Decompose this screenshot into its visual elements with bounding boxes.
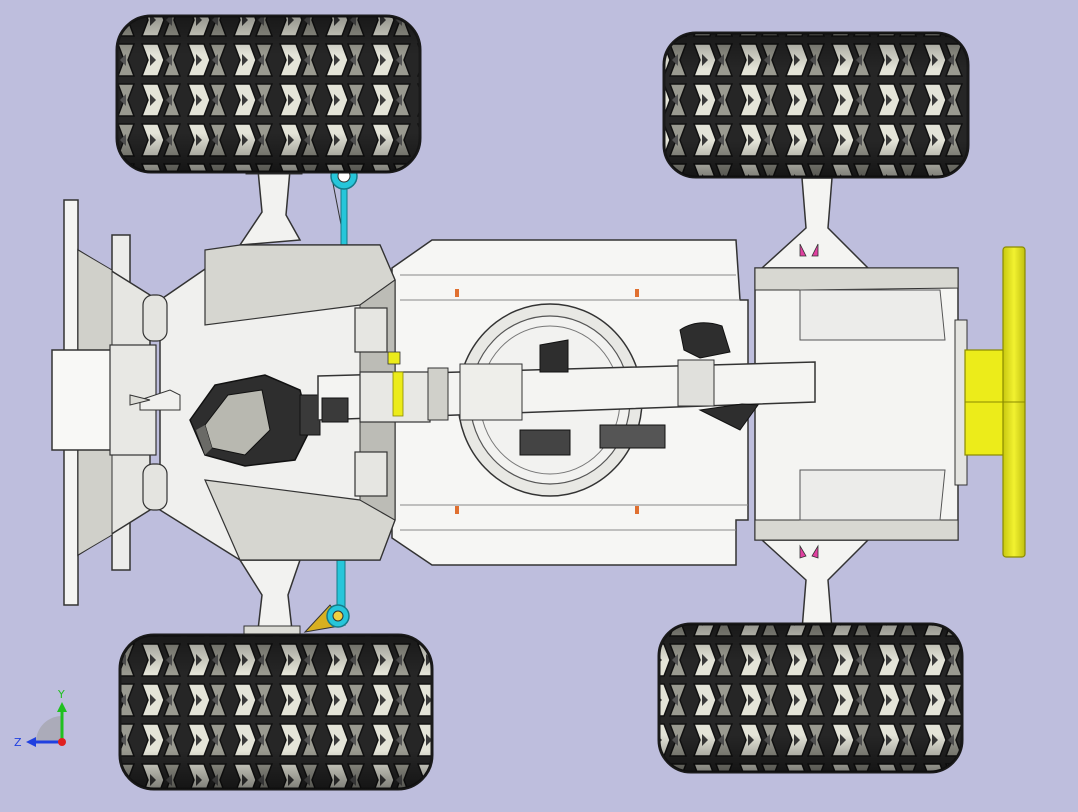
diff-assembly[interactable]: [387, 322, 759, 456]
y-axis-arrow-icon: [57, 702, 67, 712]
rear-upper-arm[interactable]: [760, 177, 870, 269]
rear-right-tire[interactable]: [657, 622, 964, 774]
z-axis-arrow-icon: [26, 737, 36, 747]
motor[interactable]: [129, 374, 321, 467]
front-right-tire[interactable]: [662, 31, 970, 179]
axis-triad: Y Z: [14, 688, 67, 749]
front-left-tire[interactable]: [115, 14, 422, 174]
front-upper-arm[interactable]: [238, 163, 303, 246]
z-axis-label: Z: [14, 736, 22, 749]
drive-shaft[interactable]: [317, 359, 816, 423]
rear-left-tire[interactable]: [118, 633, 434, 791]
rear-lower-arm[interactable]: [760, 539, 870, 631]
rear-gearbox[interactable]: [754, 267, 968, 541]
triad-quadrant: [36, 716, 62, 742]
y-axis-label: Y: [57, 688, 65, 701]
x-axis-dot-icon: [58, 738, 66, 746]
rear-bumper[interactable]: [964, 246, 1026, 558]
front-lower-arm[interactable]: [238, 559, 302, 637]
